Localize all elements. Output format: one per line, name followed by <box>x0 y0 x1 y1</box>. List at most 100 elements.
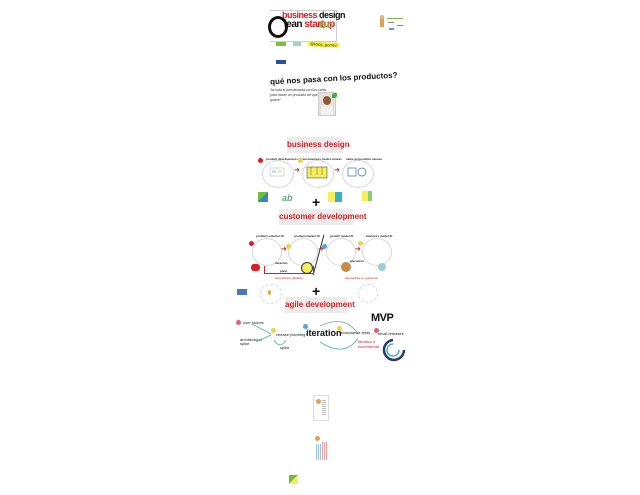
business-model-canvas-icon <box>306 166 328 179</box>
value-square <box>347 167 357 177</box>
slide-thumbnail[interactable] <box>313 395 329 421</box>
node-marker-icon <box>303 324 308 329</box>
cube-icon <box>258 192 268 202</box>
arrow-right-icon: ➜ <box>334 167 340 174</box>
plus-icon: + <box>312 283 321 299</box>
step-marker-icon <box>358 241 363 246</box>
person-head-icon <box>380 15 384 19</box>
step-marker-icon <box>286 244 291 249</box>
cube-icon <box>289 475 298 484</box>
cycle-diagram-right[interactable] <box>358 284 378 303</box>
node-release-planning: release planning <box>276 332 306 337</box>
shirt <box>321 105 333 115</box>
author-tag: @fotos_gomez <box>307 41 340 48</box>
cube-icon <box>362 191 372 201</box>
sketch-diagram-icon <box>269 167 285 177</box>
sponsor-logo <box>293 42 302 46</box>
thumb-line <box>388 22 394 23</box>
spiral-icon <box>382 338 406 362</box>
step-marker-icon <box>249 241 254 246</box>
cd-note-execution-learning: aprendizaje en ejecución <box>345 276 379 280</box>
flow-line <box>255 334 272 343</box>
go-logo: Go <box>319 20 333 31</box>
iterative-incremental-label: iterativo e incremental <box>358 339 379 349</box>
node-iteration: iteration <box>306 328 342 338</box>
speaker-photo <box>318 92 337 116</box>
slide-thumbnail[interactable] <box>313 436 329 462</box>
sponsor-logo <box>276 60 286 64</box>
cd-step-3-label: growth model fit <box>330 234 354 238</box>
sketch-block <box>272 170 276 173</box>
text-lines <box>322 400 326 416</box>
title-startup: startup <box>304 19 335 30</box>
key-icon <box>268 290 271 295</box>
title-frame <box>270 10 337 42</box>
node-small-releases: small releases <box>378 331 404 336</box>
person-figure-icon <box>380 17 384 27</box>
cd-step-1-label: problem-solution fit <box>256 234 285 238</box>
sketch-frame <box>269 167 285 177</box>
section-customer-development[interactable]: customer development <box>279 209 367 225</box>
node-user-stories: user stories <box>243 320 264 325</box>
step-marker-icon <box>298 158 303 163</box>
cd-step-3[interactable] <box>326 238 356 266</box>
feedback-loop-line <box>264 266 314 274</box>
title-design: design <box>319 10 346 20</box>
customer-circle <box>357 167 367 177</box>
bd-step-3[interactable] <box>342 160 374 188</box>
section-business-design[interactable]: business design <box>287 137 350 153</box>
cube-icon <box>328 192 342 202</box>
sketch-block <box>278 170 282 173</box>
cd-step-2-label: product-market fit <box>294 234 320 238</box>
title-line-2: lean startup <box>284 19 335 30</box>
plus-icon: + <box>312 194 321 210</box>
node-marker-icon <box>337 326 342 331</box>
cd-note-execution: ejecución <box>350 259 364 263</box>
arrow-right-icon: ➜ <box>318 246 324 253</box>
cd-step-2[interactable] <box>288 238 318 266</box>
thumb-line <box>389 28 394 30</box>
question-quote: "la roda si demandada con los carta para… <box>270 88 328 102</box>
leaf-icon <box>332 93 337 98</box>
spiral-inner <box>386 343 400 357</box>
sticky-notes-icon: ab <box>282 193 293 203</box>
cd-note-pivot: pivot <box>280 269 288 273</box>
board-thumbnail[interactable] <box>237 289 247 295</box>
value-proposition-icon <box>347 167 367 177</box>
mvp-label: MVP <box>371 312 394 324</box>
cycle-diagram-left[interactable] <box>260 284 282 304</box>
face <box>323 96 331 105</box>
sponsor-logo <box>276 42 286 46</box>
cd-step-4-label: business model fit <box>366 234 393 238</box>
cd-step-1[interactable] <box>252 238 282 266</box>
slide-thumbnail[interactable] <box>378 15 406 33</box>
spike-loop <box>273 339 287 346</box>
iteration-loop <box>319 321 359 335</box>
chart-bars-red <box>322 442 327 460</box>
step-marker-icon <box>258 158 263 163</box>
cd-note-validated-learning: aprendizaje validado <box>275 276 303 280</box>
title-line-1: business design <box>282 10 346 20</box>
sponsor-logos <box>276 33 316 64</box>
bd-step-1[interactable] <box>262 160 294 188</box>
title-business: business <box>282 10 318 20</box>
iteration-loop <box>319 337 359 350</box>
avatar-icon <box>315 436 320 441</box>
flow-line <box>251 323 272 335</box>
avatar-icon <box>316 399 321 404</box>
thumb-line <box>387 18 403 19</box>
agile-flow-lines <box>251 321 378 350</box>
thumb-line <box>397 25 403 26</box>
node-marker-icon <box>271 328 276 333</box>
team-icon <box>341 262 351 272</box>
arrow-right-icon: ➜ <box>294 167 300 174</box>
node-marker-icon <box>236 320 241 325</box>
spiral-outer <box>382 338 406 362</box>
step-marker-icon <box>322 244 327 249</box>
pivot-icon <box>251 264 260 271</box>
chart-bars-blue <box>316 444 321 460</box>
section-agile-development[interactable]: agile development <box>285 297 355 313</box>
logo-circle-icon <box>268 16 288 38</box>
cd-step-4[interactable] <box>362 238 392 266</box>
node-spike: spike <box>280 345 290 350</box>
